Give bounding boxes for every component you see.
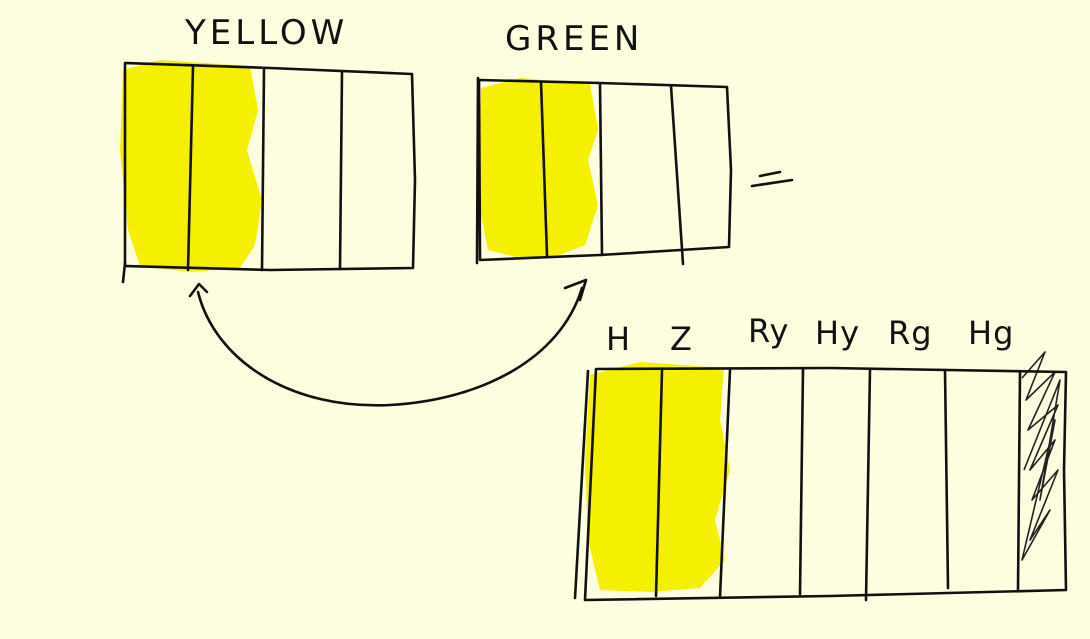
equals-sign: = bbox=[0, 0, 794, 188]
result-table-left-tail bbox=[573, 369, 590, 600]
green-table-divider-2 bbox=[598, 82, 604, 257]
join-arrow bbox=[188, 278, 588, 407]
green-table-title: GREEN bbox=[505, 19, 643, 59]
result-table-divider-5 bbox=[943, 368, 950, 590]
result-table: H Z Ry Hy Rg Hg bbox=[573, 312, 1068, 602]
green-table-divider-1 bbox=[539, 80, 549, 258]
result-col-label-1: H bbox=[606, 320, 631, 358]
result-table-highlight bbox=[585, 362, 730, 592]
green-table-divider-3 bbox=[669, 84, 685, 266]
yellow-table-divider-1 bbox=[186, 65, 195, 272]
result-col-label-5: Rg bbox=[888, 314, 933, 352]
yellow-table-divider-2 bbox=[260, 67, 266, 272]
green-table-left-tail bbox=[475, 76, 480, 265]
result-table-hatched-column bbox=[1021, 351, 1061, 561]
equals-sign-text: = bbox=[0, 0, 1, 1]
yellow-table-outline bbox=[123, 61, 417, 272]
result-col-label-3: Ry bbox=[748, 312, 789, 350]
green-table: GREEN bbox=[475, 19, 733, 266]
result-col-label-4: Hy bbox=[815, 314, 860, 352]
yellow-table: YELLOW bbox=[120, 13, 417, 284]
result-col-label-6: Hg bbox=[968, 314, 1014, 352]
yellow-table-left-tail bbox=[121, 261, 127, 284]
green-table-outline bbox=[477, 78, 733, 262]
result-table-divider-6 bbox=[1016, 370, 1022, 592]
result-table-divider-3 bbox=[798, 367, 805, 596]
result-table-divider-1 bbox=[654, 368, 664, 598]
yellow-table-title: YELLOW bbox=[184, 13, 348, 53]
join-arrow-curve bbox=[196, 286, 584, 407]
join-arrow-head-right bbox=[563, 278, 588, 302]
result-table-divider-4 bbox=[864, 367, 872, 602]
result-table-divider-2 bbox=[718, 368, 732, 599]
join-arrow-head-left bbox=[188, 282, 209, 298]
result-col-label-2: Z bbox=[670, 320, 693, 358]
yellow-table-divider-3 bbox=[338, 70, 344, 271]
green-table-highlight bbox=[478, 78, 598, 258]
